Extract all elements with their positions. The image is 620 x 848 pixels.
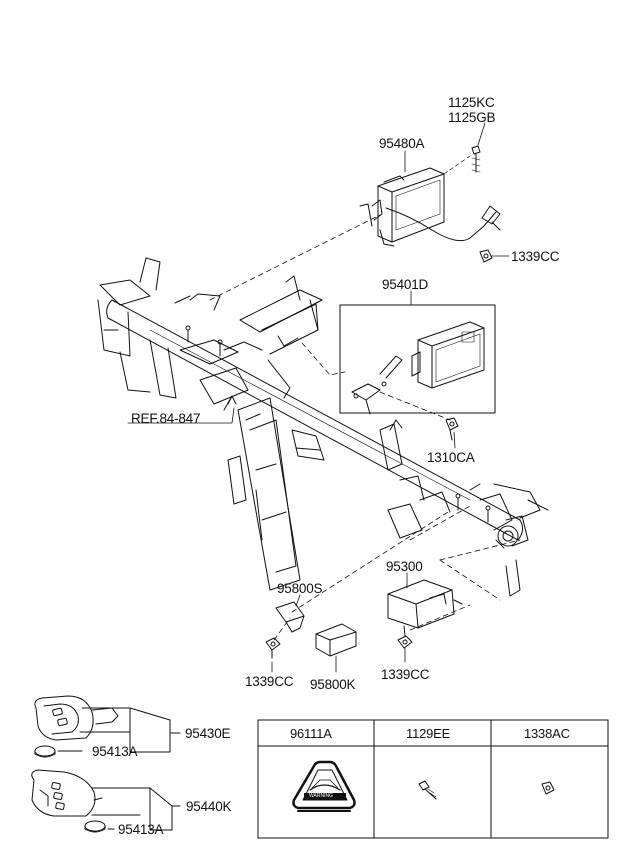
part-95300-label: 95300 bbox=[386, 559, 423, 574]
label-leaders bbox=[127, 122, 510, 673]
warning-label-icon bbox=[292, 760, 356, 812]
table-header-1338ac: 1338AC bbox=[524, 726, 570, 741]
part-95480a-label: 95480A bbox=[379, 136, 425, 151]
part-1310ca-label: 1310CA bbox=[427, 450, 475, 465]
table-header-1129ee: 1129EE bbox=[406, 726, 451, 741]
ref-label: REF.84-847 bbox=[131, 411, 201, 426]
part-95401d-label: 95401D bbox=[382, 277, 429, 292]
key-fob-folding bbox=[34, 695, 181, 758]
part-1339cc-right-label: 1339CC bbox=[381, 667, 430, 682]
parts-table bbox=[257, 719, 609, 839]
screw-icon bbox=[418, 780, 437, 800]
table-header-96111a: 96111A bbox=[290, 726, 332, 741]
part-1339cc-top-label: 1339CC bbox=[511, 249, 560, 264]
leader-lines bbox=[209, 214, 521, 641]
module-95401d bbox=[339, 304, 496, 441]
part-1125kc-label: 1125KC bbox=[448, 95, 495, 110]
module-95300 bbox=[387, 579, 463, 649]
part-95800s-label: 95800S bbox=[277, 581, 323, 596]
part-95413a-label-2: 95413A bbox=[118, 822, 164, 837]
part-95430e-label: 95430E bbox=[185, 726, 231, 741]
smart-key bbox=[31, 769, 181, 833]
part-95440k-label: 95440K bbox=[186, 799, 232, 814]
crossmember-beam bbox=[97, 257, 549, 597]
module-95480a bbox=[359, 145, 501, 263]
module-95800 bbox=[265, 601, 357, 659]
part-95413a-label-1: 95413A bbox=[92, 744, 138, 759]
part-1339cc-left-label: 1339CC bbox=[245, 674, 294, 689]
warning-label-text: WARNING bbox=[309, 793, 333, 799]
part-1125gb-label: 1125GB bbox=[448, 110, 496, 125]
nut-icon bbox=[541, 781, 555, 795]
part-95800k-label: 95800K bbox=[310, 677, 356, 692]
